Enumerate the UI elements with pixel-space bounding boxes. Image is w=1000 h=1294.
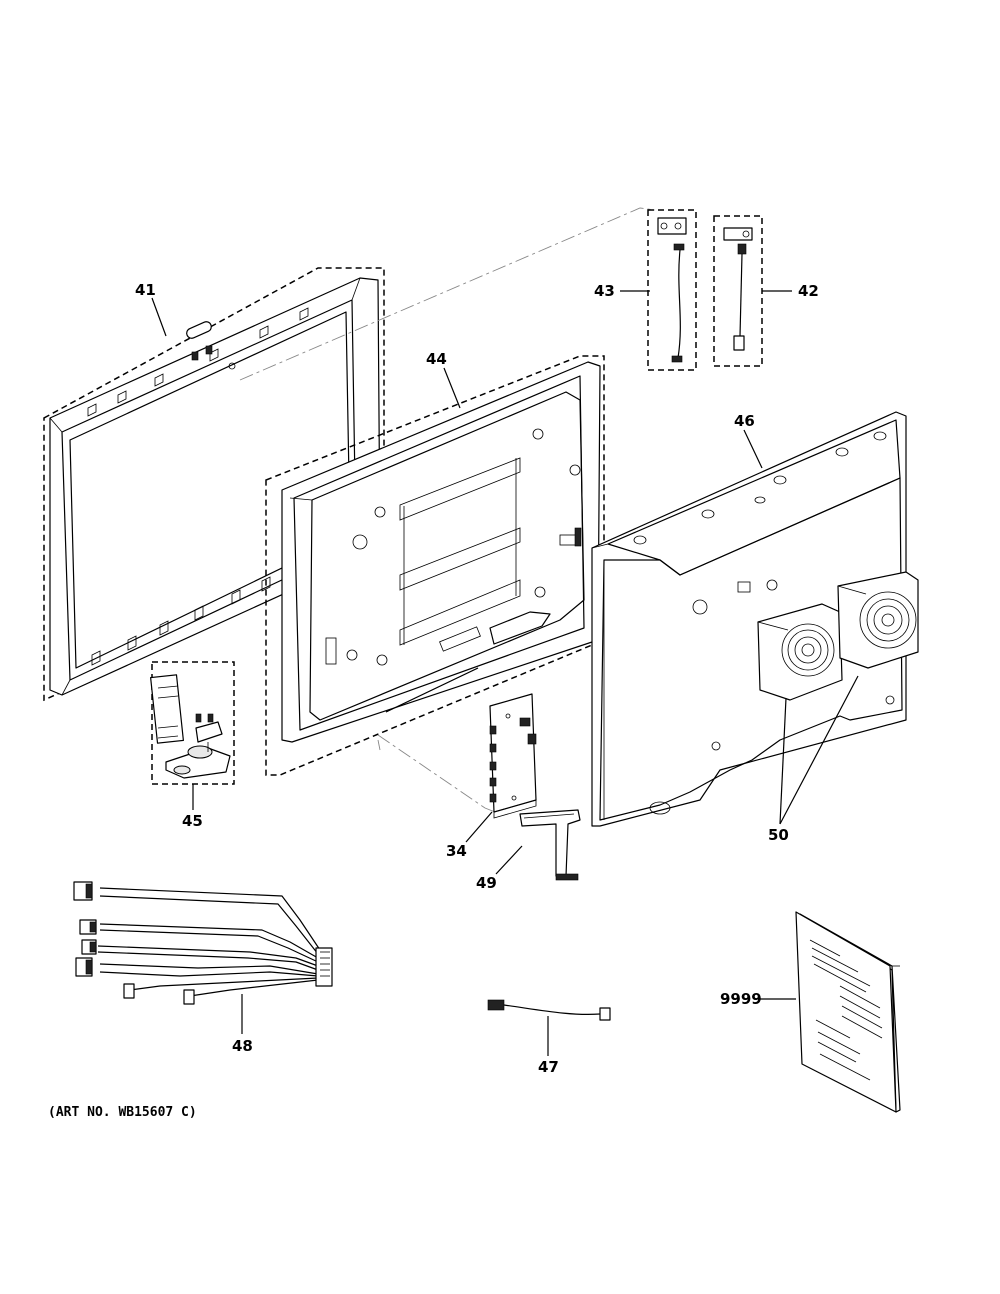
label-44: 44 (426, 350, 447, 368)
label-42: 42 (798, 282, 819, 300)
part-9999-manual[interactable] (795, 911, 901, 1113)
label-47: 47 (538, 1058, 559, 1076)
label-48: 48 (232, 1037, 253, 1055)
leader-lines (151, 290, 859, 1056)
part-46-rear-housing[interactable] (591, 411, 919, 827)
part-44-display-panel[interactable] (265, 355, 605, 776)
art-number: (ART NO. WB15607 C) (48, 1105, 197, 1120)
label-41: 41 (135, 281, 156, 299)
part-49-flex-cable[interactable] (519, 809, 581, 881)
label-9999: 9999 (720, 990, 762, 1008)
label-50: 50 (768, 826, 789, 844)
part-44-ribbon-cable (385, 667, 479, 713)
label-45: 45 (182, 812, 203, 830)
part-45-bracket-kit[interactable] (150, 661, 235, 785)
part-42-sensor-kit[interactable] (713, 215, 763, 367)
part-labels: 41 44 43 42 46 45 34 49 50 48 47 9999 (A… (48, 281, 819, 1120)
part-50-fan-left[interactable] (757, 603, 843, 701)
part-43-cable-kit[interactable] (647, 209, 697, 371)
part-47-cable[interactable] (487, 999, 611, 1021)
label-43: 43 (594, 282, 615, 300)
part-34-control-board[interactable] (489, 693, 537, 819)
label-46: 46 (734, 412, 755, 430)
part-48-wire-harness[interactable] (73, 881, 333, 1005)
part-50-fan-right[interactable] (837, 571, 919, 669)
label-49: 49 (476, 874, 497, 892)
label-34: 34 (446, 842, 467, 860)
